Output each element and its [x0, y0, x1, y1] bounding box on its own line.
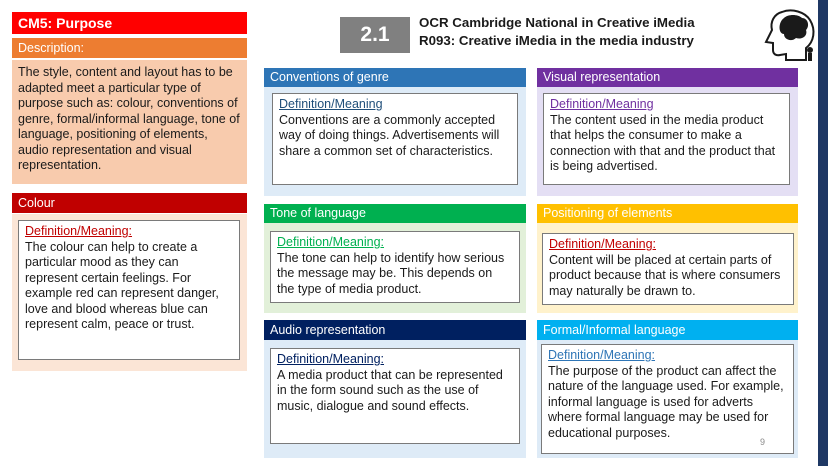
cm5-title: CM5: Purpose [18, 15, 113, 31]
positioning-header: Positioning of elements [537, 204, 798, 223]
formal-section: Definition/Meaning: The purpose of the p… [537, 340, 798, 458]
formal-header-label: Formal/Informal language [543, 323, 686, 337]
section-badge: 2.1 [340, 17, 410, 53]
tone-section: Definition/Meaning: The tone can help to… [264, 223, 526, 313]
positioning-definition-label: Definition/Meaning: [549, 237, 657, 251]
tone-text: The tone can help to identify how seriou… [277, 250, 505, 296]
positioning-section: Definition/Meaning: Content will be plac… [537, 223, 798, 313]
header-title-line2: R093: Creative iMedia in the media indus… [419, 33, 694, 48]
formal-definition-label: Definition/Meaning: [548, 348, 656, 362]
visual-text: The content used in the media product th… [550, 112, 776, 174]
page-header-title: OCR Cambridge National in Creative iMedi… [419, 14, 759, 50]
colour-header: Colour [12, 193, 247, 213]
formal-text: The purpose of the product can affect th… [548, 363, 784, 440]
colour-text: The colour can help to create a particul… [25, 239, 219, 332]
colour-header-label: Colour [18, 196, 55, 210]
tone-definition-label: Definition/Meaning: [277, 235, 385, 249]
colour-card: Definition/Meaning: The colour can help … [18, 220, 240, 360]
description-label-bar: Description: [12, 38, 247, 58]
tone-card: Definition/Meaning: The tone can help to… [270, 231, 520, 303]
section-badge-number: 2.1 [360, 23, 390, 46]
formal-header: Formal/Informal language [537, 320, 798, 340]
conventions-card: Definition/Meaning Conventions are a com… [272, 93, 518, 185]
audio-section: Definition/Meaning: A media product that… [264, 340, 526, 458]
visual-definition-label: Definition/Meaning [550, 97, 654, 111]
visual-header: Visual representation [537, 68, 798, 87]
visual-card: Definition/Meaning The content used in t… [543, 93, 790, 185]
conventions-section: Definition/Meaning Conventions are a com… [264, 87, 526, 196]
conventions-header: Conventions of genre [264, 68, 526, 87]
audio-header: Audio representation [264, 320, 526, 340]
positioning-text: Content will be placed at certain parts … [549, 252, 781, 298]
audio-text: A media product that can be represented … [277, 367, 503, 413]
conventions-text: Conventions are a commonly accepted way … [279, 112, 500, 158]
positioning-header-label: Positioning of elements [543, 206, 673, 220]
audio-definition-label: Definition/Meaning: [277, 352, 385, 366]
description-text: The style, content and layout has to be … [18, 65, 240, 172]
description-label: Description: [18, 41, 84, 55]
visual-section: Definition/Meaning The content used in t… [537, 87, 798, 196]
positioning-card: Definition/Meaning: Content will be plac… [542, 233, 794, 305]
tone-header-label: Tone of language [270, 206, 366, 220]
conventions-header-label: Conventions of genre [270, 70, 389, 84]
audio-header-label: Audio representation [270, 323, 386, 337]
tone-header: Tone of language [264, 204, 526, 223]
brain-head-icon [760, 4, 822, 62]
right-edge-bar [818, 0, 828, 466]
cm5-title-bar: CM5: Purpose [12, 12, 247, 34]
description-box: The style, content and layout has to be … [12, 60, 247, 184]
visual-header-label: Visual representation [543, 70, 661, 84]
conventions-definition-label: Definition/Meaning [279, 97, 383, 111]
page-number: 9 [760, 437, 766, 447]
formal-card: Definition/Meaning: The purpose of the p… [541, 344, 794, 454]
header-title-line1: OCR Cambridge National in Creative iMedi… [419, 15, 695, 30]
colour-definition-label: Definition/Meaning: [25, 224, 133, 238]
colour-section: Definition/Meaning: The colour can help … [12, 214, 247, 371]
audio-card: Definition/Meaning: A media product that… [270, 348, 520, 444]
